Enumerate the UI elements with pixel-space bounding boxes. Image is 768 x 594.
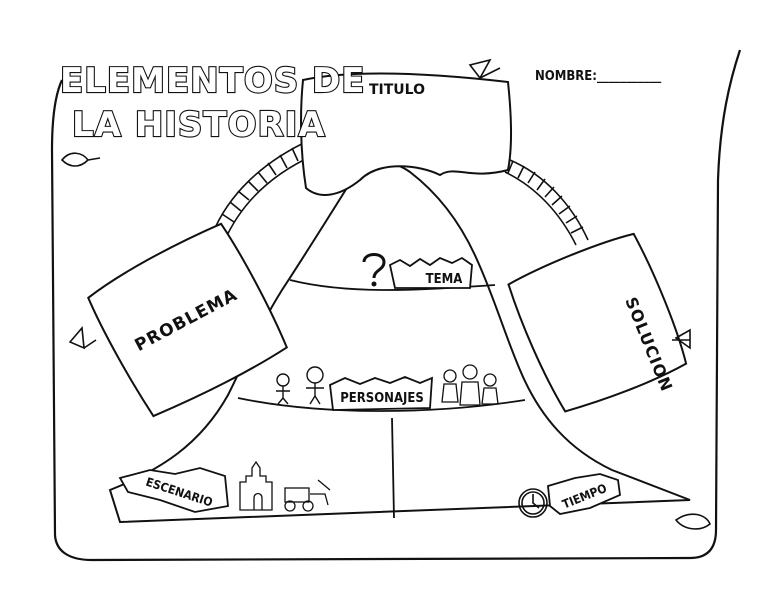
titulo-label: TITULO [369, 82, 425, 98]
personajes-label: PERSONAJES [340, 391, 424, 406]
tiempo-banner: TIEMPO [547, 473, 621, 515]
leaf-icon [60, 58, 711, 530]
tractor-icon [284, 479, 331, 512]
tema-banner: TEMA [388, 256, 473, 289]
clock-icon [518, 488, 548, 518]
worksheet-title-line2: LA HISTORIA [72, 105, 326, 145]
tema-label: TEMA [426, 272, 463, 287]
characters-icon [441, 364, 499, 406]
band-line-2 [237, 397, 526, 412]
problema-box: PROBLEMA [87, 222, 289, 418]
divider-vertical [391, 417, 395, 519]
arc-ladder-left [211, 139, 315, 243]
kids-icon [276, 366, 324, 405]
page-frame [50, 49, 742, 562]
castle-icon [239, 460, 273, 511]
worksheet-title-line1: ELEMENTOS DE [60, 61, 366, 101]
name-field-label: NOMBRE:___________ [535, 69, 661, 84]
personajes-banner: PERSONAJES [329, 376, 433, 411]
titulo-box: TITULO [300, 72, 512, 196]
escenario-banner: ESCENARIO [118, 467, 229, 513]
question-mark-icon [362, 253, 386, 287]
arc-ladder-right [504, 159, 589, 246]
solucion-box [507, 232, 688, 413]
